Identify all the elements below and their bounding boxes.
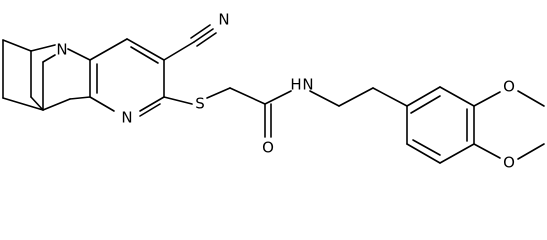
atom-h-amide: H [290,76,301,94]
bond [30,96,44,111]
structure-canvas: N N N S O H N O O [2,11,545,172]
bond [193,28,214,43]
atom-n-cyano: N [218,11,229,29]
bond [338,87,374,107]
bond [406,143,441,164]
bond [439,86,475,107]
molecule-structure: N N N S O H N O O [2,11,545,172]
atom-labels: N N N S O H N O O [56,11,515,172]
bond [130,46,159,64]
bond [163,41,195,61]
atom-n-ring: N [121,109,132,127]
bond [473,91,501,107]
bond [439,143,475,164]
bond [89,38,128,61]
bond [517,90,545,107]
bond [126,38,165,61]
bond [67,48,91,61]
bond [30,44,56,52]
bond [517,143,545,160]
bond [309,90,340,107]
bond [2,39,32,52]
bond [412,139,441,156]
bond [139,103,161,117]
bond [196,32,217,47]
atom-o-carbonyl: O [262,139,274,157]
atom-o-methoxy-top: O [503,78,515,96]
bond [42,54,56,63]
atom-n-bridgehead: N [56,41,67,59]
bond [410,95,441,114]
bond [206,87,231,99]
bonds [2,24,545,164]
bond [264,90,292,105]
bond [372,87,408,107]
bond [473,143,501,159]
atom-o-methoxy-bottom: O [503,154,515,172]
bond [42,98,71,111]
bond [406,86,441,107]
bond [2,97,44,111]
atom-n-amide: N [302,76,313,94]
bond [229,87,266,105]
atom-s-thioether: S [195,95,205,113]
bond [69,96,91,100]
bond [190,24,211,39]
bond [89,96,115,112]
bond [163,96,193,105]
bond [139,96,165,112]
